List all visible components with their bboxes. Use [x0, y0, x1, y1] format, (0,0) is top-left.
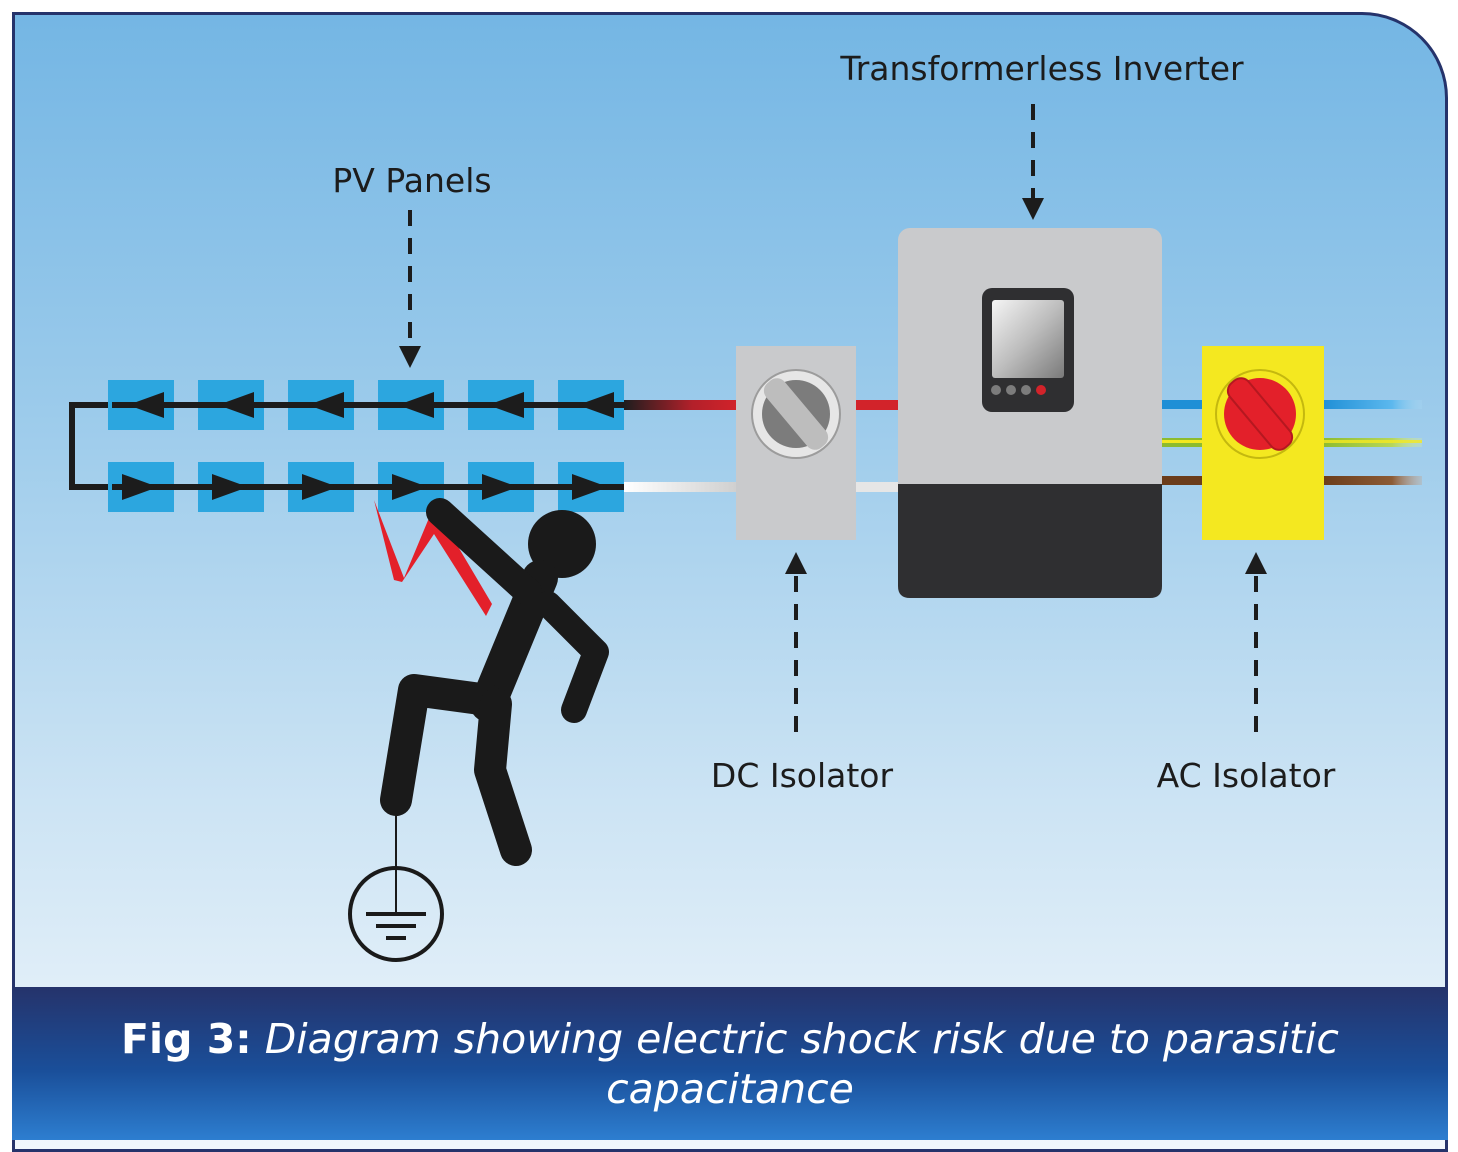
current-arrow-left	[398, 392, 434, 418]
dc-positive-wire-in	[624, 400, 738, 410]
person-figure-icon	[380, 498, 609, 866]
rotary-knob-icon[interactable]	[1215, 369, 1305, 459]
ac-isolator[interactable]	[1202, 346, 1324, 540]
current-arrow-right	[572, 474, 608, 500]
current-arrow-right	[302, 474, 338, 500]
rotary-knob-icon[interactable]	[751, 369, 841, 459]
dc-positive-wire-out	[854, 400, 902, 410]
ac-isolator-label: AC Isolator	[1157, 756, 1336, 795]
current-arrow-right	[482, 474, 518, 500]
current-arrow-left	[218, 392, 254, 418]
dc-negative-wire-out	[854, 482, 902, 492]
current-arrow-left	[578, 392, 614, 418]
ground-symbol-icon	[348, 808, 444, 962]
ac-neutral-wire-in	[1160, 400, 1204, 409]
ac-live-wire-out	[1322, 476, 1422, 485]
dc-isolator-pointer	[785, 552, 807, 740]
current-arrow-right	[392, 474, 428, 500]
sky-background	[12, 12, 1448, 1152]
pv-panels-pointer	[399, 210, 421, 368]
pv-string-bottom	[108, 462, 624, 512]
current-arrow-left	[488, 392, 524, 418]
figure-description: Diagram showing electric shock risk due …	[264, 1015, 1339, 1113]
current-arrow-right	[122, 474, 158, 500]
inverter-base	[898, 484, 1162, 598]
inverter-button[interactable]	[1006, 385, 1016, 395]
inverter-pointer	[1022, 104, 1044, 220]
pv-panels-label: PV Panels	[332, 161, 491, 200]
inverter-button[interactable]	[991, 385, 1001, 395]
inverter-button-red[interactable]	[1036, 385, 1046, 395]
pv-string-top	[108, 380, 624, 430]
figure-caption: Fig 3: Diagram showing electric shock ri…	[12, 1014, 1448, 1114]
ac-neutral-wire-out	[1322, 400, 1422, 409]
inverter-label: Transformerless Inverter	[839, 49, 1244, 88]
dc-negative-wire-in	[624, 482, 738, 492]
ac-live-wire-in	[1160, 476, 1204, 485]
caption-band	[12, 987, 1448, 1140]
string-loop-wire	[69, 402, 112, 490]
dc-isolator-label: DC Isolator	[711, 756, 894, 795]
current-arrow-left	[308, 392, 344, 418]
current-arrow-right	[212, 474, 248, 500]
inverter-screen	[992, 300, 1064, 378]
figure-number: Fig 3:	[121, 1015, 252, 1063]
transformerless-inverter	[898, 228, 1162, 598]
inverter-button[interactable]	[1021, 385, 1031, 395]
dc-isolator[interactable]	[736, 346, 856, 540]
ac-isolator-pointer	[1245, 552, 1267, 740]
current-arrow-left	[128, 392, 164, 418]
